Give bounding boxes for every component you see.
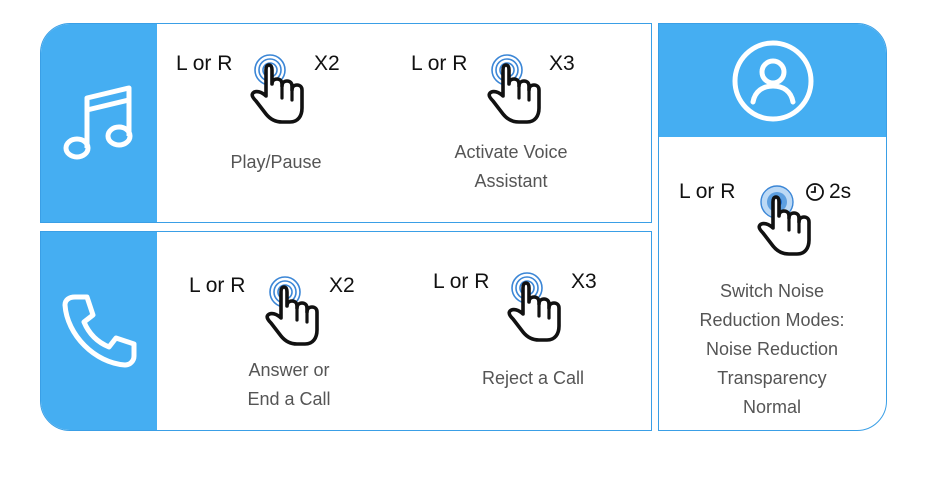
music-controls-panel: L or R X2 Play/Pause L or R X3 Activate … (40, 23, 652, 223)
action-label: Activate Voice Assistant (454, 142, 568, 191)
side-label: L or R (411, 52, 468, 75)
noise-action-label: Switch Noise Reduction Modes: Noise Redu… (699, 281, 845, 417)
user-icon (732, 40, 813, 121)
action-label: Play/Pause (230, 152, 322, 172)
tap-count: X3 (549, 52, 575, 75)
gesture-voice-assistant: L or R X3 Activate Voice Assistant (411, 44, 631, 214)
side-label: L or R (189, 274, 246, 297)
clock-icon (806, 183, 824, 201)
call-sidebar (41, 232, 157, 430)
action-label: Reject a Call (481, 368, 585, 388)
tap-count: X2 (329, 274, 355, 297)
noise-header (659, 24, 886, 137)
tap-hand-icon (487, 53, 541, 124)
side-label: L or R (679, 180, 736, 203)
tap-count: X2 (314, 52, 340, 75)
tap-hand-icon (265, 275, 319, 346)
side-label: L or R (176, 52, 233, 75)
hold-duration: 2s (805, 180, 851, 204)
press-hold-hand-icon (757, 185, 811, 256)
noise-control-panel: L or R 2s Switch Noise Reduction Modes: … (658, 23, 887, 431)
call-controls-panel: L or R X2 Answer or End a Call L or R X3… (40, 231, 652, 431)
music-note-icon (63, 85, 133, 160)
gesture-answer-end-call: L or R X2 Answer or End a Call (189, 252, 399, 427)
phone-icon (62, 294, 137, 368)
tap-hand-icon (507, 271, 561, 342)
gesture-play-pause: L or R X2 Play/Pause (176, 44, 386, 214)
action-label: Answer or End a Call (247, 360, 331, 409)
side-label: L or R (433, 270, 490, 293)
duration-text: 2s (829, 180, 852, 203)
gesture-reject-call: L or R X3 Reject a Call (433, 252, 643, 427)
tap-hand-icon (250, 53, 304, 124)
music-sidebar (41, 24, 157, 222)
tap-count: X3 (571, 270, 597, 293)
